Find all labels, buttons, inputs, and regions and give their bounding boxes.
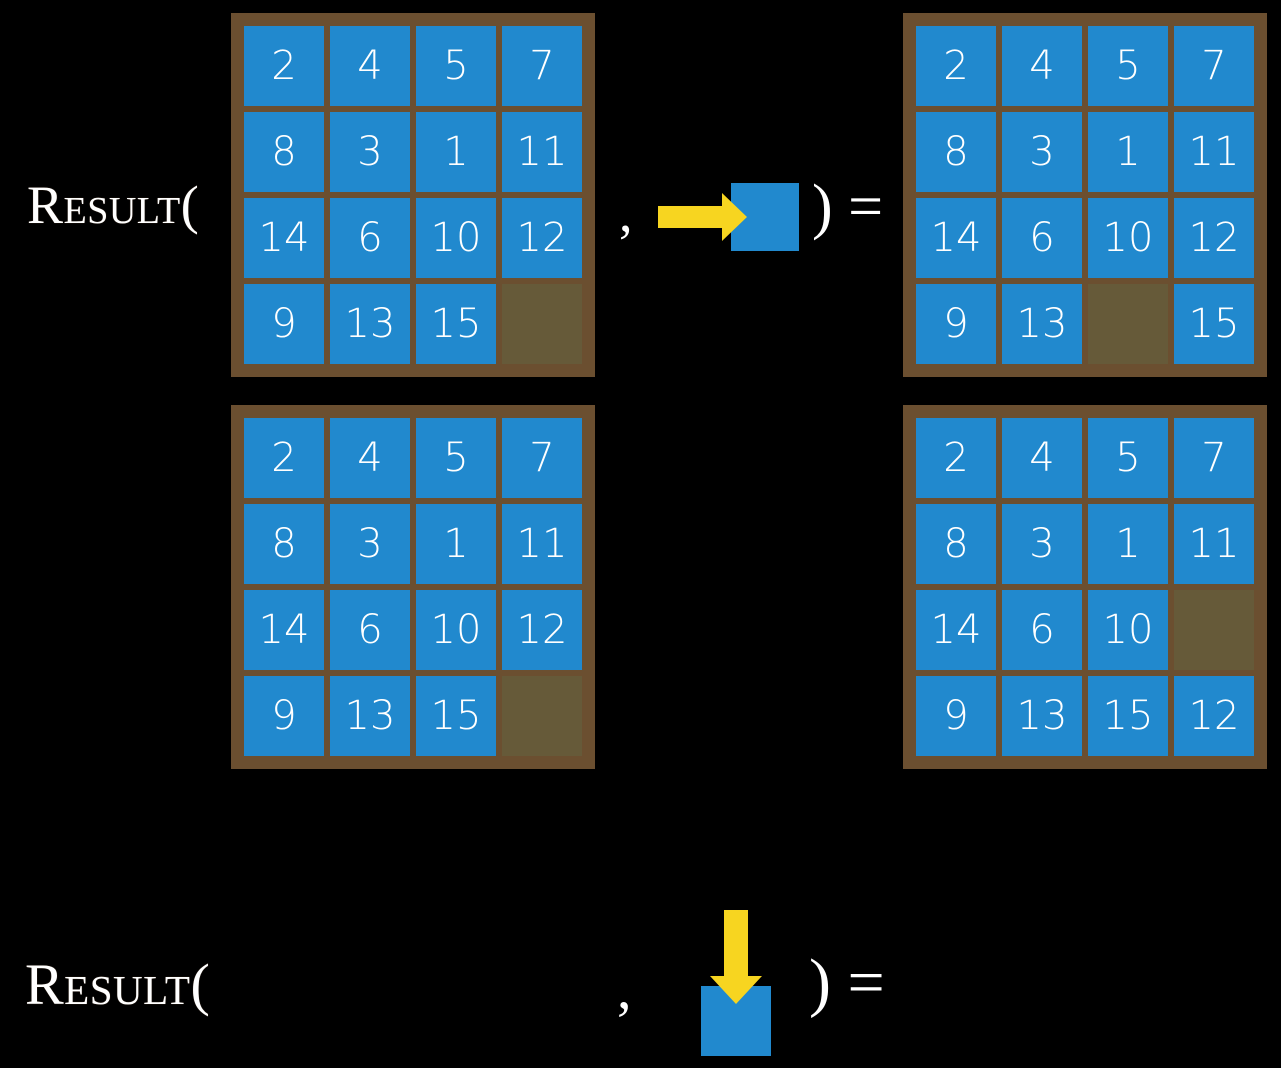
- tile[interactable]: 6: [1002, 590, 1082, 670]
- tile[interactable]: 4: [330, 26, 410, 106]
- tile[interactable]: 14: [244, 590, 324, 670]
- tile[interactable]: 5: [416, 418, 496, 498]
- tile[interactable]: 12: [1174, 676, 1254, 756]
- tile[interactable]: 13: [1002, 676, 1082, 756]
- tile[interactable]: 8: [244, 504, 324, 584]
- tile[interactable]: 5: [1088, 418, 1168, 498]
- tile[interactable]: 9: [244, 284, 324, 364]
- tile[interactable]: 15: [1088, 676, 1168, 756]
- blank-cell[interactable]: [502, 284, 582, 364]
- tile[interactable]: 10: [416, 590, 496, 670]
- tile[interactable]: 11: [1174, 504, 1254, 584]
- tile[interactable]: 12: [1174, 198, 1254, 278]
- tile[interactable]: 4: [1002, 26, 1082, 106]
- tile[interactable]: 9: [916, 284, 996, 364]
- action-move-blank-left[interactable]: [650, 173, 810, 263]
- equation-closer-2: ) =: [809, 946, 885, 1019]
- tile[interactable]: 14: [244, 198, 324, 278]
- tile[interactable]: 1: [1088, 504, 1168, 584]
- tile[interactable]: 3: [1002, 112, 1082, 192]
- tile[interactable]: 5: [416, 26, 496, 106]
- tile[interactable]: 6: [1002, 198, 1082, 278]
- tile[interactable]: 14: [916, 198, 996, 278]
- result-label-2: Result(: [25, 952, 211, 1017]
- tile[interactable]: 2: [244, 418, 324, 498]
- tile[interactable]: 12: [502, 590, 582, 670]
- output-board-2: 2 4 5 7 8 3 1 11 14 6 10 9 13 15 12: [903, 405, 1267, 769]
- tile[interactable]: 10: [1088, 590, 1168, 670]
- tile[interactable]: 3: [330, 112, 410, 192]
- tile[interactable]: 7: [1174, 418, 1254, 498]
- tile[interactable]: 8: [244, 112, 324, 192]
- tile[interactable]: 6: [330, 590, 410, 670]
- tile[interactable]: 1: [416, 504, 496, 584]
- tile[interactable]: 8: [916, 504, 996, 584]
- argument-separator-comma: ,: [619, 183, 633, 243]
- tile[interactable]: 7: [1174, 26, 1254, 106]
- tile[interactable]: 6: [330, 198, 410, 278]
- tile[interactable]: 11: [502, 504, 582, 584]
- equation-closer-1: ) =: [812, 173, 884, 241]
- tile[interactable]: 9: [244, 676, 324, 756]
- tile[interactable]: 10: [416, 198, 496, 278]
- equation-row-1: Result( 2 4 5 7 8 3 1 11 14 6 10 12 9 13…: [0, 8, 1281, 388]
- tile[interactable]: 4: [1002, 418, 1082, 498]
- argument-separator-comma: ,: [617, 956, 632, 1021]
- tile[interactable]: 11: [502, 112, 582, 192]
- input-board-1: 2 4 5 7 8 3 1 11 14 6 10 12 9 13 15: [231, 13, 595, 377]
- tile[interactable]: 13: [1002, 284, 1082, 364]
- tile[interactable]: 3: [1002, 504, 1082, 584]
- tile[interactable]: 15: [1174, 284, 1254, 364]
- blank-cell[interactable]: [502, 676, 582, 756]
- arrow-down-icon: [710, 910, 762, 1004]
- tile[interactable]: 12: [502, 198, 582, 278]
- tile[interactable]: 11: [1174, 112, 1254, 192]
- blank-cell[interactable]: [1174, 590, 1254, 670]
- action-move-blank-up[interactable]: [690, 898, 810, 1068]
- tile[interactable]: 14: [916, 590, 996, 670]
- output-board-1: 2 4 5 7 8 3 1 11 14 6 10 12 9 13 15: [903, 13, 1267, 377]
- tile[interactable]: 2: [916, 418, 996, 498]
- tile[interactable]: 5: [1088, 26, 1168, 106]
- tile[interactable]: 13: [330, 676, 410, 756]
- tile[interactable]: 2: [244, 26, 324, 106]
- tile[interactable]: 3: [330, 504, 410, 584]
- tile[interactable]: 15: [416, 284, 496, 364]
- tile[interactable]: 15: [416, 676, 496, 756]
- blank-cell[interactable]: [1088, 284, 1168, 364]
- tile[interactable]: 7: [502, 26, 582, 106]
- equation-row-2: Result( 2 4 5 7 8 3 1 11 14 6 10 12 9 13…: [0, 398, 1281, 1056]
- tile[interactable]: 1: [1088, 112, 1168, 192]
- tile[interactable]: 2: [916, 26, 996, 106]
- tile[interactable]: 9: [916, 676, 996, 756]
- arrow-right-icon: [658, 193, 747, 241]
- tile[interactable]: 13: [330, 284, 410, 364]
- tile[interactable]: 1: [416, 112, 496, 192]
- input-board-2: 2 4 5 7 8 3 1 11 14 6 10 12 9 13 15: [231, 405, 595, 769]
- slide-canvas: Result( 2 4 5 7 8 3 1 11 14 6 10 12 9 13…: [0, 8, 1281, 1056]
- tile[interactable]: 7: [502, 418, 582, 498]
- tile[interactable]: 4: [330, 418, 410, 498]
- result-label-1: Result(: [27, 175, 200, 235]
- tile[interactable]: 8: [916, 112, 996, 192]
- tile[interactable]: 10: [1088, 198, 1168, 278]
